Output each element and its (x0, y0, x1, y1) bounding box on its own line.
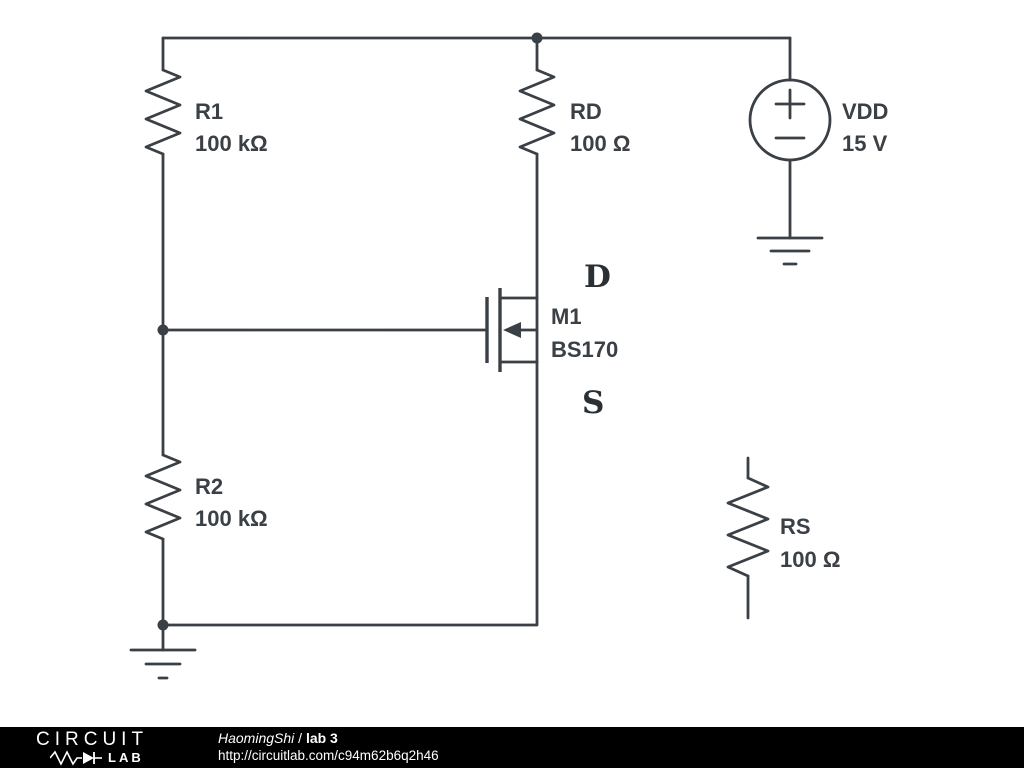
resistor-rs[interactable]: RS 100 Ω (726, 456, 840, 620)
schematic-byline: HaomingShi / lab 3 (218, 730, 439, 748)
vdd-value-label: 15 V (842, 131, 888, 156)
rd-name-label: RD (570, 99, 602, 124)
logo-resistor-diode-icon (50, 749, 102, 766)
junction-dot-gate (157, 324, 169, 336)
m1-part-label: BS170 (551, 337, 618, 362)
resistor-r2[interactable]: R2 100 kΩ (144, 453, 268, 541)
footer-meta: HaomingShi / lab 3 http://circuitlab.com… (218, 730, 439, 764)
m1-drain-terminal-label: D (584, 259, 611, 295)
r2-name-label: R2 (195, 474, 223, 499)
m1-source-terminal-label: S (582, 385, 604, 421)
junction-dot-bottom (157, 619, 169, 631)
wire-source-bottom (161, 360, 539, 627)
r1-name-label: R1 (195, 99, 223, 124)
author-name: HaomingShi (218, 730, 295, 747)
footer-bar: CIRCUIT LAB HaomingShi / lab 3 http://ci… (0, 727, 1024, 768)
schematic-canvas: R1 100 kΩ RD 100 Ω VDD 15 V (129, 32, 889, 680)
rs-value-label: 100 Ω (780, 547, 840, 572)
schematic-svg: R1 100 kΩ RD 100 Ω VDD 15 V (129, 32, 888, 680)
rd-value-label: 100 Ω (570, 131, 630, 156)
resistor-rd[interactable]: RD 100 Ω (518, 68, 630, 156)
schematic-title: lab 3 (305, 730, 338, 747)
ground-vdd[interactable] (756, 236, 824, 266)
vdd-name-label: VDD (842, 99, 888, 124)
junction-dot-top (531, 32, 543, 44)
resistor-r1[interactable]: R1 100 kΩ (144, 68, 268, 156)
mosfet-m1[interactable]: M1 BS170 D S (485, 259, 618, 421)
schematic-url[interactable]: http://circuitlab.com/c94m62b6q2h46 (218, 747, 439, 763)
rs-name-label: RS (780, 514, 811, 539)
ground-bottom[interactable] (129, 648, 197, 680)
circuitlab-logo[interactable]: CIRCUIT LAB (36, 730, 186, 766)
logo-circuit-text: CIRCUIT (36, 728, 149, 750)
r2-value-label: 100 kΩ (195, 506, 268, 531)
logo-lab-text: LAB (108, 750, 144, 765)
voltage-source-vdd[interactable]: VDD 15 V (748, 78, 888, 162)
m1-name-label: M1 (551, 304, 582, 329)
r1-value-label: 100 kΩ (195, 131, 268, 156)
byline-separator: / (294, 730, 306, 747)
